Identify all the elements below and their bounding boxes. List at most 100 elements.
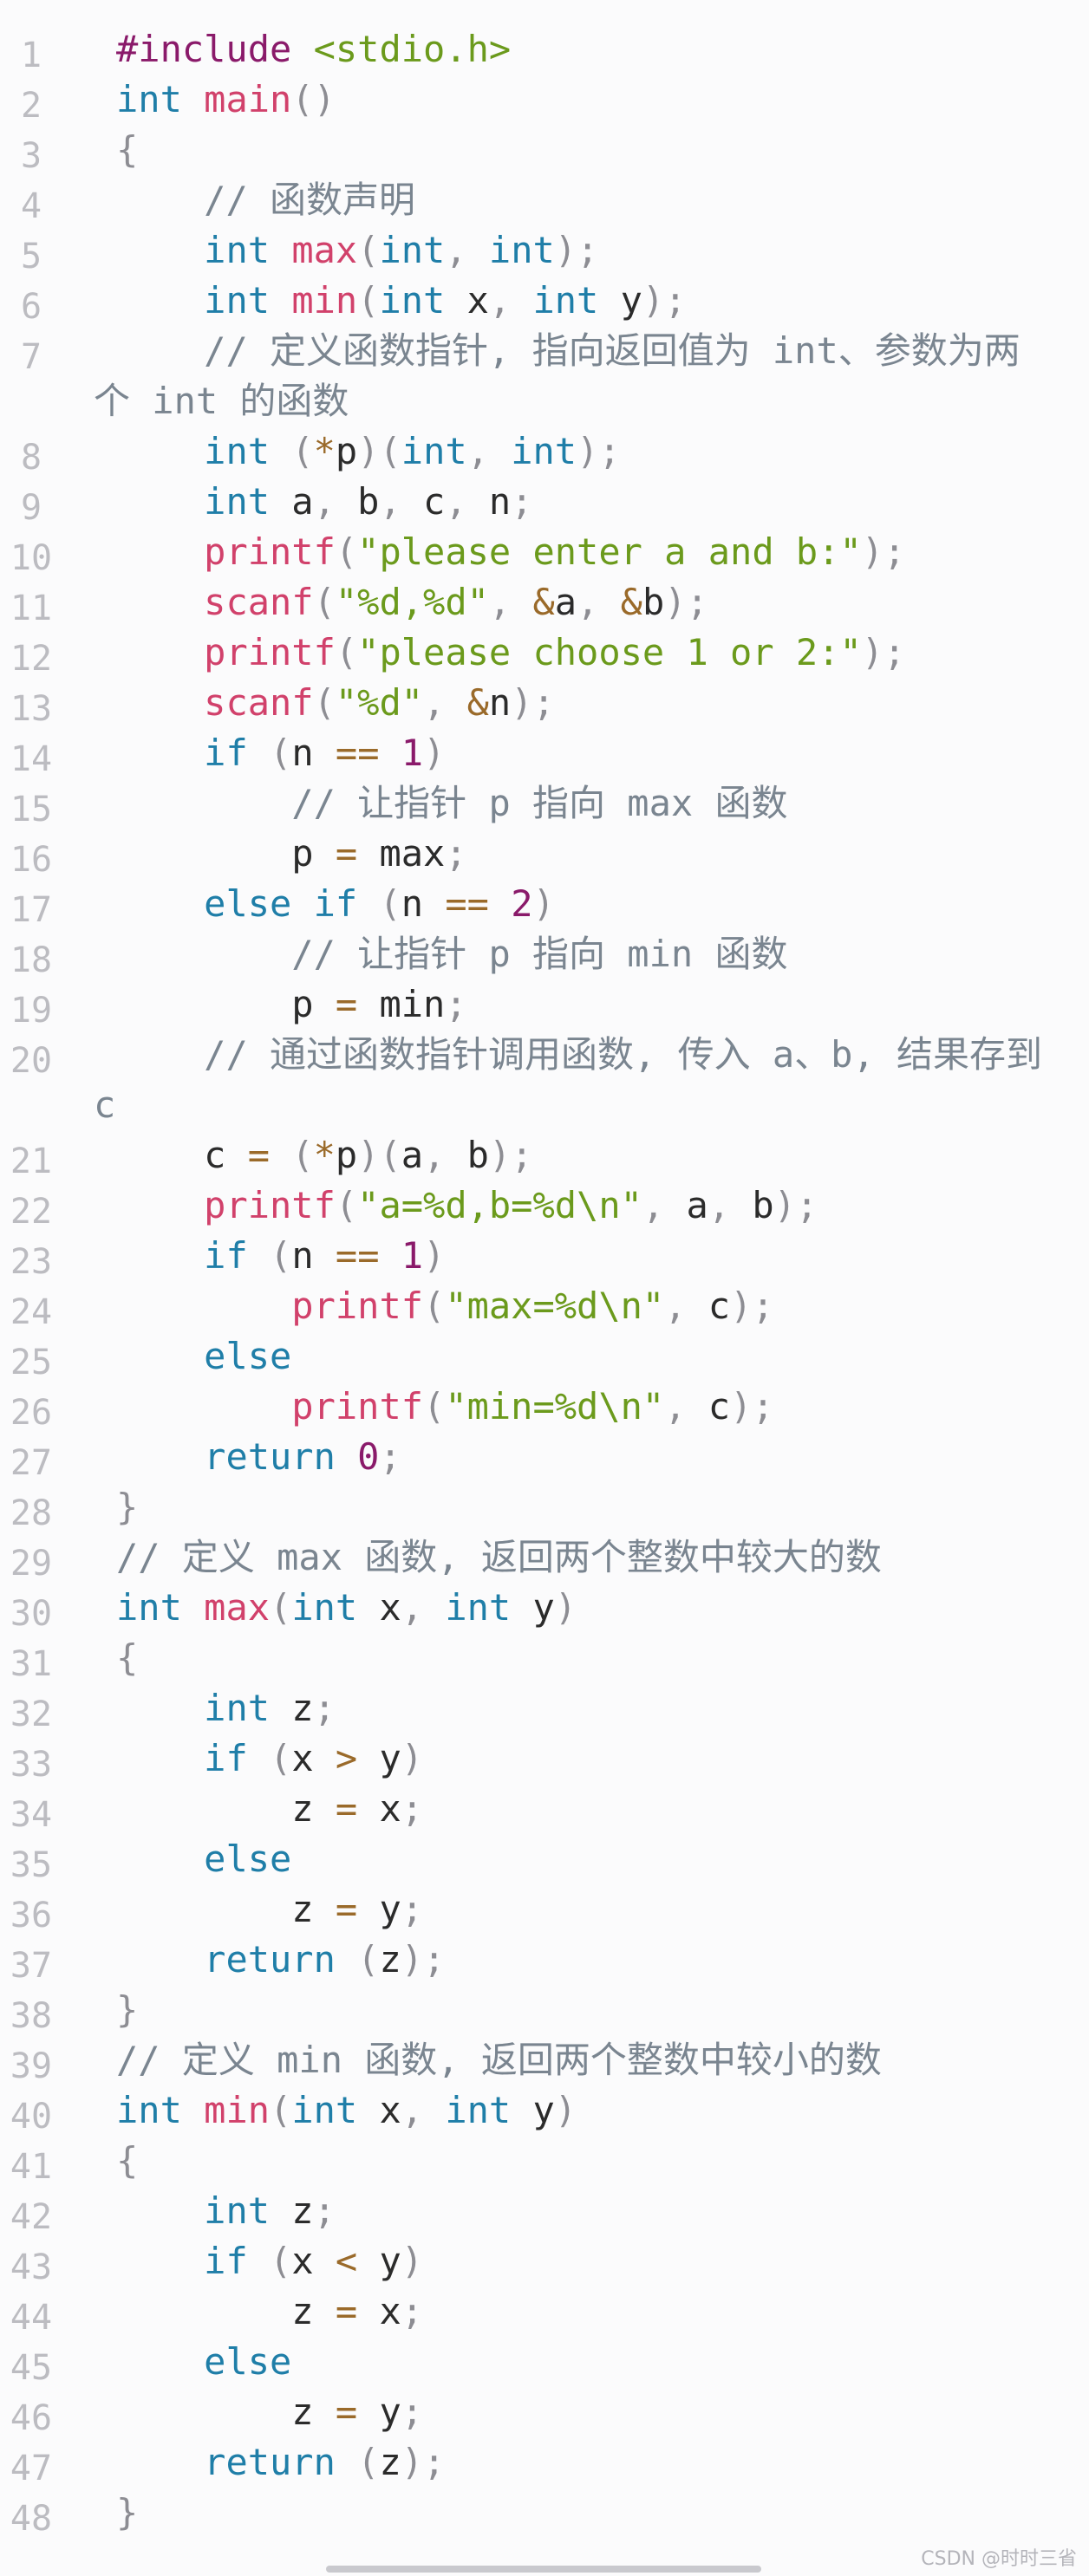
code-token: ) <box>401 1737 424 1779</box>
code-token: ); <box>773 1184 818 1226</box>
code-text: return (z); <box>116 1935 445 1985</box>
code-token: , <box>445 480 489 523</box>
code-text: z = y; <box>116 2387 423 2437</box>
code-token: int <box>204 279 271 322</box>
code-token <box>116 1285 291 1327</box>
line-number: 2 <box>20 86 42 126</box>
code-text: scanf("%d", &n); <box>116 678 555 728</box>
code-token <box>116 1687 204 1729</box>
code-text-wrapped: 个 int 的函数 <box>94 376 349 426</box>
code-token: ; <box>313 2189 336 2232</box>
code-token: int <box>204 480 271 523</box>
code-token: ) <box>423 1234 446 1277</box>
code-token: , <box>577 581 621 623</box>
code-token: printf <box>291 1285 424 1327</box>
code-text: else <box>116 1834 291 1884</box>
code-token: // 定义 max 函数, 返回两个整数中较大的数 <box>116 1536 882 1578</box>
line-number: 8 <box>20 438 42 478</box>
code-token: printf <box>204 530 336 573</box>
code-token: b <box>466 1134 489 1176</box>
code-token: x <box>291 1737 336 1779</box>
code-token <box>270 279 291 322</box>
home-indicator-bar[interactable] <box>326 2566 761 2573</box>
code-token: , <box>488 279 533 322</box>
code-token: scanf <box>204 681 314 724</box>
code-text: z = y; <box>116 1884 423 1935</box>
code-token <box>116 1838 204 1880</box>
line-number: 14 <box>10 739 53 779</box>
code-token: ); <box>861 530 906 573</box>
code-token: int <box>379 229 446 271</box>
code-token <box>336 2441 357 2483</box>
code-token: y <box>357 2240 401 2282</box>
code-token: if <box>204 1234 248 1277</box>
code-text: // 定义 min 函数, 返回两个整数中较小的数 <box>116 2035 882 2085</box>
code-text: printf("max=%d\n", c); <box>116 1281 773 1331</box>
code-token: c <box>94 1083 116 1126</box>
code-token <box>291 882 313 925</box>
code-token: z <box>116 1888 336 1930</box>
code-token: b <box>357 480 380 523</box>
line-number: 1 <box>20 36 42 75</box>
code-token: = <box>335 2391 358 2433</box>
code-token <box>248 732 270 774</box>
code-token: return <box>204 2441 336 2483</box>
line-number: 46 <box>10 2398 53 2438</box>
code-token: 1 <box>401 732 424 774</box>
code-token <box>248 1737 270 1779</box>
code-token <box>182 78 204 120</box>
code-token: ( <box>335 1184 358 1226</box>
code-token: "max=%d\n" <box>445 1285 665 1327</box>
code-token: ); <box>488 1134 533 1176</box>
code-token: int <box>116 2089 182 2131</box>
code-token: min <box>357 983 446 1025</box>
code-token: // 定义 min 函数, 返回两个整数中较小的数 <box>116 2039 882 2081</box>
code-token: ); <box>577 430 621 472</box>
code-token: a <box>401 1134 424 1176</box>
code-token <box>336 1435 357 1478</box>
code-token: "please choose 1 or 2:" <box>357 631 862 673</box>
line-number: 48 <box>10 2499 53 2539</box>
code-token: } <box>116 1988 139 2031</box>
code-token: int <box>204 1687 271 1729</box>
line-number: 3 <box>20 136 42 176</box>
code-token: & <box>532 581 555 623</box>
code-text: int max(int, int); <box>116 225 598 276</box>
code-token: x <box>357 2290 401 2332</box>
line-number: 30 <box>10 1594 53 1634</box>
code-token: printf <box>204 1184 336 1226</box>
code-token: , <box>445 229 489 271</box>
code-text: p = max; <box>116 829 466 879</box>
code-token: ; <box>511 480 533 523</box>
code-token: & <box>466 681 489 724</box>
line-number: 17 <box>10 890 53 930</box>
code-token: , <box>423 681 467 724</box>
code-token: printf <box>204 631 336 673</box>
code-text: printf("a=%d,b=%d\n", a, b); <box>116 1181 818 1231</box>
code-token <box>116 1938 204 1981</box>
line-number: 21 <box>10 1142 53 1181</box>
code-token <box>116 279 204 322</box>
code-token <box>248 1234 270 1277</box>
code-token <box>116 2240 204 2282</box>
code-text: // 通过函数指针调用函数, 传入 a、b, 结果存到 <box>116 1030 1042 1080</box>
code-text: // 让指针 p 指向 max 函数 <box>116 778 787 829</box>
code-token <box>116 933 291 975</box>
code-token <box>379 1234 401 1277</box>
code-token: z <box>270 1687 314 1729</box>
code-token: return <box>204 1435 336 1478</box>
code-token: < <box>335 2240 358 2282</box>
code-token: ); <box>554 229 599 271</box>
code-token: if <box>313 882 358 925</box>
line-number: 45 <box>10 2348 53 2388</box>
line-number: 29 <box>10 1544 53 1584</box>
code-token: else <box>204 2340 292 2383</box>
code-token: // 通过函数指针调用函数, 传入 a、b, 结果存到 <box>204 1033 1043 1076</box>
line-number: 33 <box>10 1745 53 1785</box>
code-token: ( <box>270 2240 292 2282</box>
code-text: // 函数声明 <box>116 175 415 225</box>
line-number: 5 <box>20 237 42 276</box>
code-token: ( <box>313 681 336 724</box>
code-token: y <box>511 2089 555 2131</box>
